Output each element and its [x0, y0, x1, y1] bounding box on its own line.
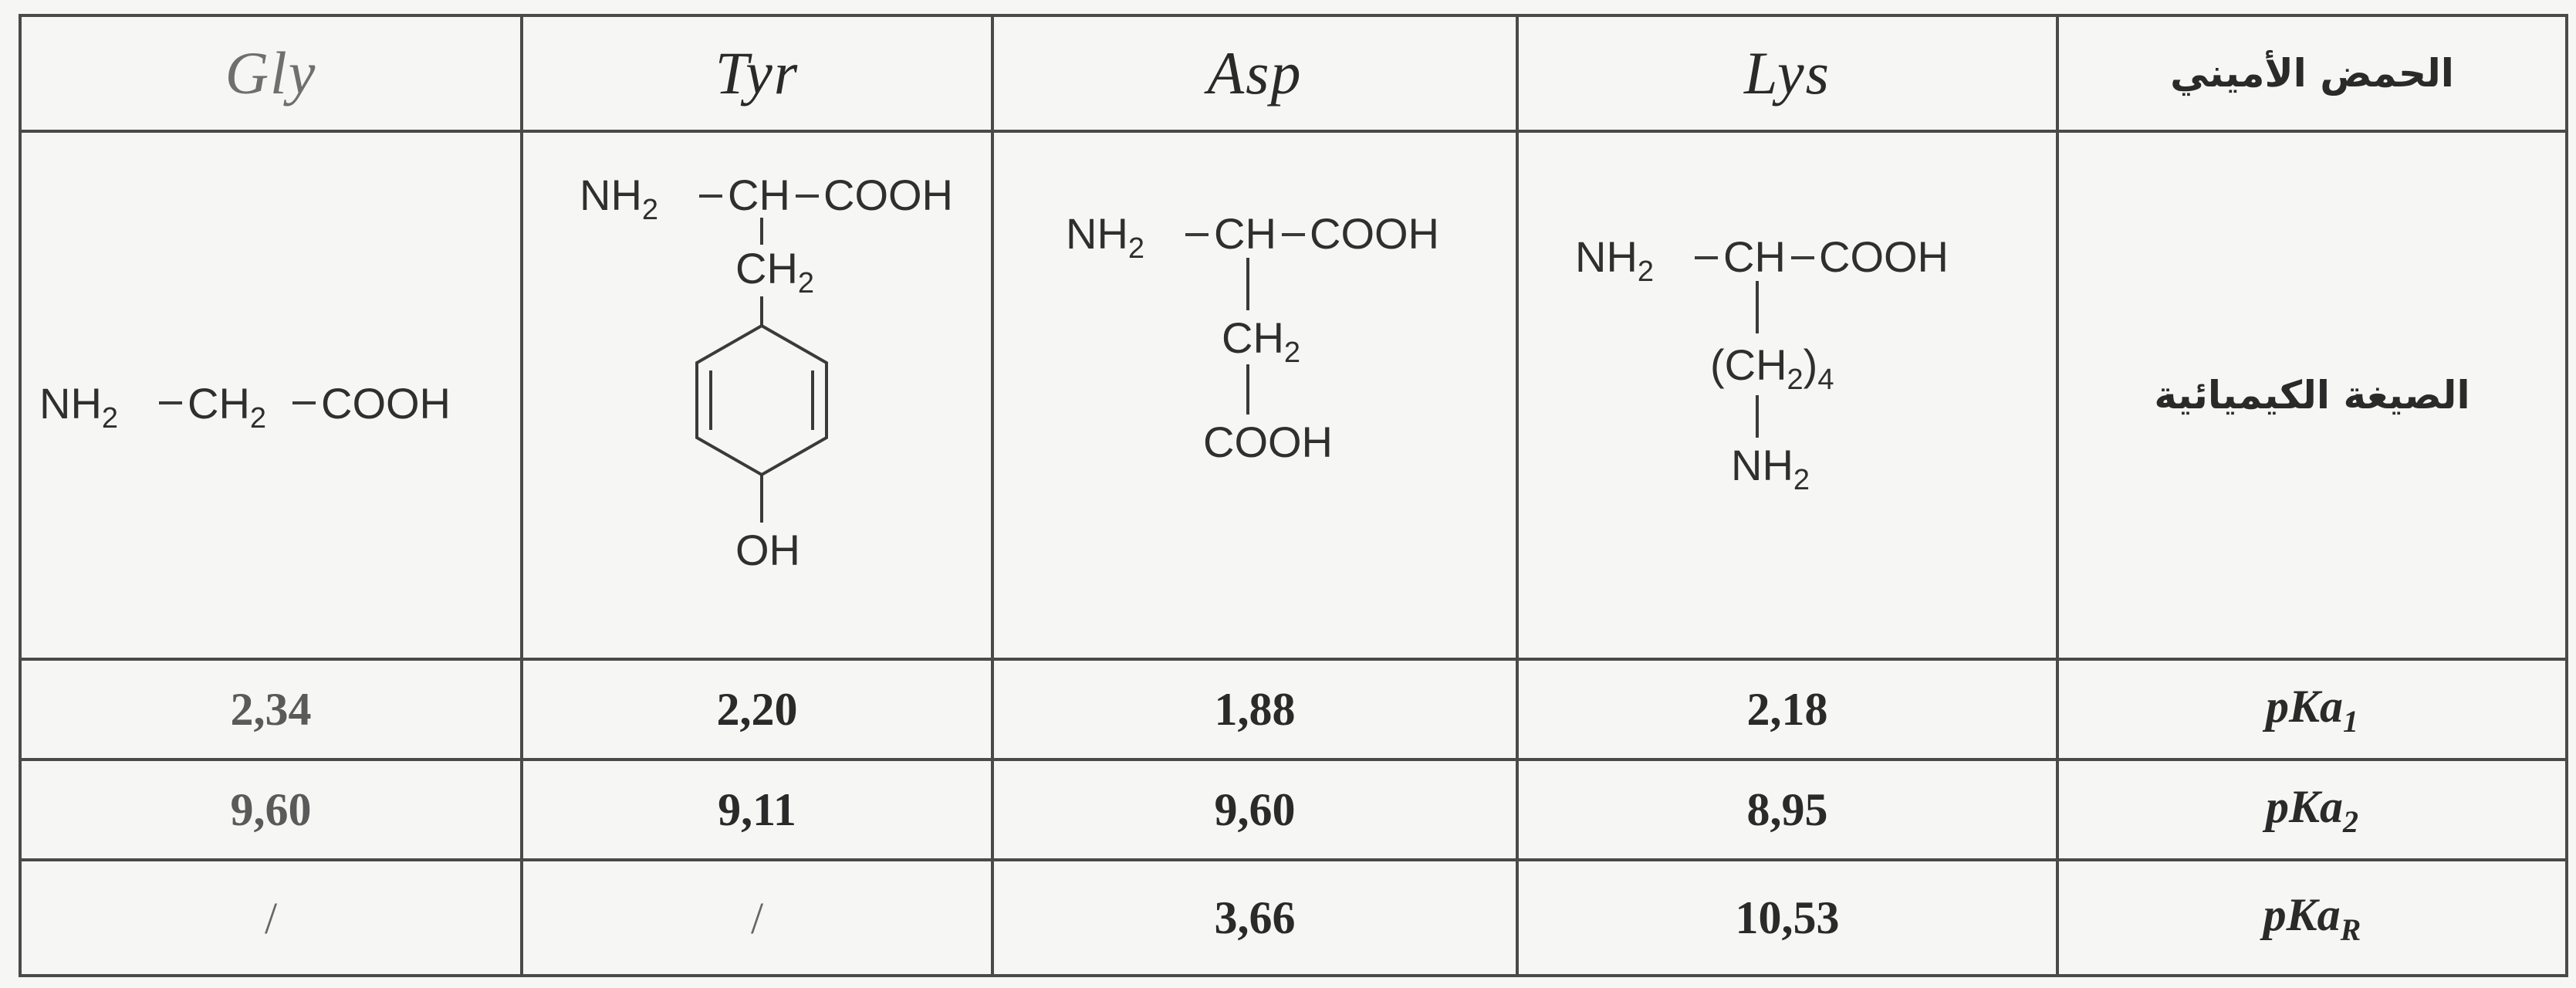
svg-text:NH2: NH2: [1066, 209, 1144, 265]
amino-acid-table: Gly Tyr Asp Lys الحمض الأميني NH2 CH2 CO…: [19, 14, 2568, 977]
pka1-tyr-cell: 2,20: [520, 658, 994, 761]
pkar-gly: /: [264, 892, 278, 943]
pka1-gly: 2,34: [230, 683, 312, 735]
svg-text:CH2: CH2: [188, 379, 266, 435]
header-row: Gly Tyr Asp Lys الحمض الأميني: [19, 14, 2568, 133]
svg-text:CH: CH: [1214, 209, 1276, 258]
pka2-label-cell: pKa2: [2056, 758, 2568, 861]
svg-text:COOH: COOH: [1203, 418, 1333, 466]
formula-cell-tyr: NH2 CH COOH CH2 OH: [520, 130, 994, 661]
pka2-lys: 8,95: [1746, 783, 1828, 835]
pkar-gly-cell: /: [19, 858, 523, 977]
formula-row: NH2 CH2 COOH NH2 CH COOH CH2: [19, 130, 2568, 661]
svg-text:NH2: NH2: [1575, 232, 1654, 288]
pka2-asp: 9,60: [1214, 783, 1296, 835]
formula-cell-gly: NH2 CH2 COOH: [19, 130, 523, 661]
svg-text:COOH: COOH: [1310, 209, 1439, 258]
pkar-label-cell: pKaR: [2056, 858, 2568, 977]
pka1-label-cell: pKa1: [2056, 658, 2568, 761]
pka1-row: 2,34 2,20 1,88 2,18 pKa1: [19, 658, 2568, 761]
formula-cell-lys: NH2 CH COOH (CH2)4 NH2: [1516, 130, 2059, 661]
pka2-gly-cell: 9,60: [19, 758, 523, 861]
pkar-asp: 3,66: [1214, 892, 1296, 943]
formula-tyr: NH2 CH COOH CH2 OH: [580, 171, 953, 574]
pka1-asp-cell: 1,88: [991, 658, 1519, 761]
pkar-lys-cell: 10,53: [1516, 858, 2059, 977]
svg-text:CH: CH: [728, 171, 790, 219]
svg-text:CH2: CH2: [1222, 313, 1300, 369]
header-asp: Asp: [991, 14, 1519, 133]
formula-asp: NH2 CH COOH CH2 COOH: [1066, 209, 1439, 466]
pkar-tyr: /: [750, 892, 764, 943]
pka2-tyr: 9,11: [718, 783, 796, 835]
pkar-tyr-cell: /: [520, 858, 994, 977]
pkar-asp-cell: 3,66: [991, 858, 1519, 977]
formula-lys: NH2 CH COOH (CH2)4 NH2: [1575, 232, 1949, 496]
svg-text:COOH: COOH: [823, 171, 953, 219]
formula-gly: NH2 CH2 COOH: [39, 379, 451, 435]
pka1-lys-cell: 2,18: [1516, 658, 2059, 761]
svg-text:CH2: CH2: [735, 244, 814, 299]
svg-text:(CH2)4: (CH2)4: [1710, 340, 1834, 396]
header-tyr: Tyr: [520, 14, 994, 133]
formula-cell-asp: NH2 CH COOH CH2 COOH: [991, 130, 1519, 661]
formula-label-cell: الصيغة الكيميائية: [2056, 130, 2568, 661]
svg-text:OH: OH: [735, 526, 800, 574]
pka2-gly: 9,60: [230, 783, 312, 835]
amino-acid-name-lys: Lys: [1743, 39, 1831, 107]
svg-text:CH: CH: [1723, 232, 1786, 281]
pka2-tyr-cell: 9,11: [520, 758, 994, 861]
pkar-lys: 10,53: [1735, 892, 1840, 943]
header-label-cell: الحمض الأميني: [2056, 14, 2568, 133]
row-label-pkar: pKaR: [2263, 888, 2361, 947]
pka2-asp-cell: 9,60: [991, 758, 1519, 861]
pka1-lys: 2,18: [1746, 683, 1828, 735]
pka2-lys-cell: 8,95: [1516, 758, 2059, 861]
amino-acid-name-asp: Asp: [1207, 39, 1303, 107]
row-label-formula: الصيغة الكيميائية: [2154, 373, 2470, 418]
svg-text:COOH: COOH: [1819, 232, 1949, 281]
pka1-gly-cell: 2,34: [19, 658, 523, 761]
header-lys: Lys: [1516, 14, 2059, 133]
svg-text:COOH: COOH: [321, 379, 451, 428]
row-label-amino-acid: الحمض الأميني: [2170, 51, 2454, 96]
row-label-pka2: pKa2: [2265, 780, 2359, 839]
pka1-asp: 1,88: [1214, 683, 1296, 735]
svg-text:NH2: NH2: [580, 171, 658, 226]
amino-acid-table-sheet: Gly Tyr Asp Lys الحمض الأميني NH2 CH2 CO…: [19, 14, 2568, 979]
svg-text:NH2: NH2: [1731, 441, 1810, 496]
pka1-tyr: 2,20: [716, 683, 798, 735]
header-gly: Gly: [19, 14, 523, 133]
row-label-pka1: pKa1: [2265, 680, 2359, 739]
amino-acid-name-gly: Gly: [225, 39, 317, 107]
svg-text:NH2: NH2: [39, 379, 118, 435]
amino-acid-name-tyr: Tyr: [715, 39, 800, 107]
pkar-row: / / 3,66 10,53 pKaR: [19, 858, 2568, 977]
pka2-row: 9,60 9,11 9,60 8,95 pKa2: [19, 758, 2568, 861]
